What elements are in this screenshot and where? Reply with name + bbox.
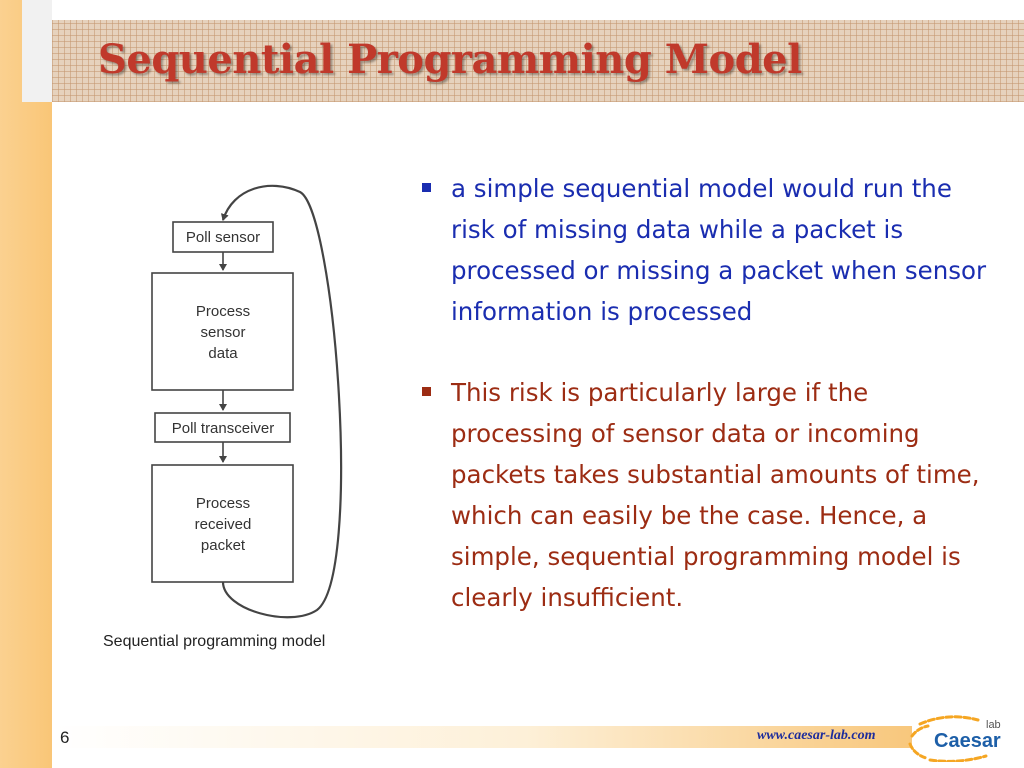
- square-bullet-icon: [422, 183, 431, 192]
- logo-name-text: Caesar: [934, 730, 1001, 752]
- slide-title: Sequential Programming Model: [98, 36, 802, 83]
- footer-bar: [52, 726, 912, 748]
- diagram-caption: Sequential programming model: [103, 633, 326, 650]
- bullet-item: a simple sequential model would run the …: [420, 168, 990, 332]
- flowchart-diagram: Poll sensor Process sensor data Poll tra…: [151, 184, 343, 619]
- bullet-text: a simple sequential model would run the …: [451, 174, 987, 326]
- flow-box-label: Poll sensor: [186, 229, 260, 246]
- left-stripe-notch: [22, 0, 52, 102]
- caesar-logo-icon: [908, 715, 988, 762]
- loop-arrow: [220, 184, 343, 619]
- flow-box-label: packet: [201, 537, 246, 554]
- page-number: 6: [60, 728, 70, 747]
- flow-box-label: data: [208, 345, 238, 362]
- flow-box-label: Process: [196, 495, 250, 512]
- footer-url-link[interactable]: www.caesar-lab.com: [757, 728, 876, 743]
- square-bullet-icon: [422, 387, 431, 396]
- flow-box-label: Process: [196, 303, 250, 320]
- bullet-text: This risk is particularly large if the p…: [451, 378, 980, 612]
- flow-box-process-received-packet: [151, 464, 294, 583]
- bullet-list: a simple sequential model would run the …: [420, 168, 990, 618]
- bullet-item: This risk is particularly large if the p…: [420, 372, 990, 618]
- flow-box-label: Poll transceiver: [172, 420, 275, 437]
- left-decorative-stripe: [0, 0, 52, 768]
- flow-box-label: received: [195, 516, 252, 533]
- logo-lab-text: lab: [986, 719, 1001, 731]
- flow-box-label: sensor: [200, 324, 245, 341]
- title-band: [52, 20, 1024, 102]
- flow-box-process-sensor-data: [151, 272, 294, 391]
